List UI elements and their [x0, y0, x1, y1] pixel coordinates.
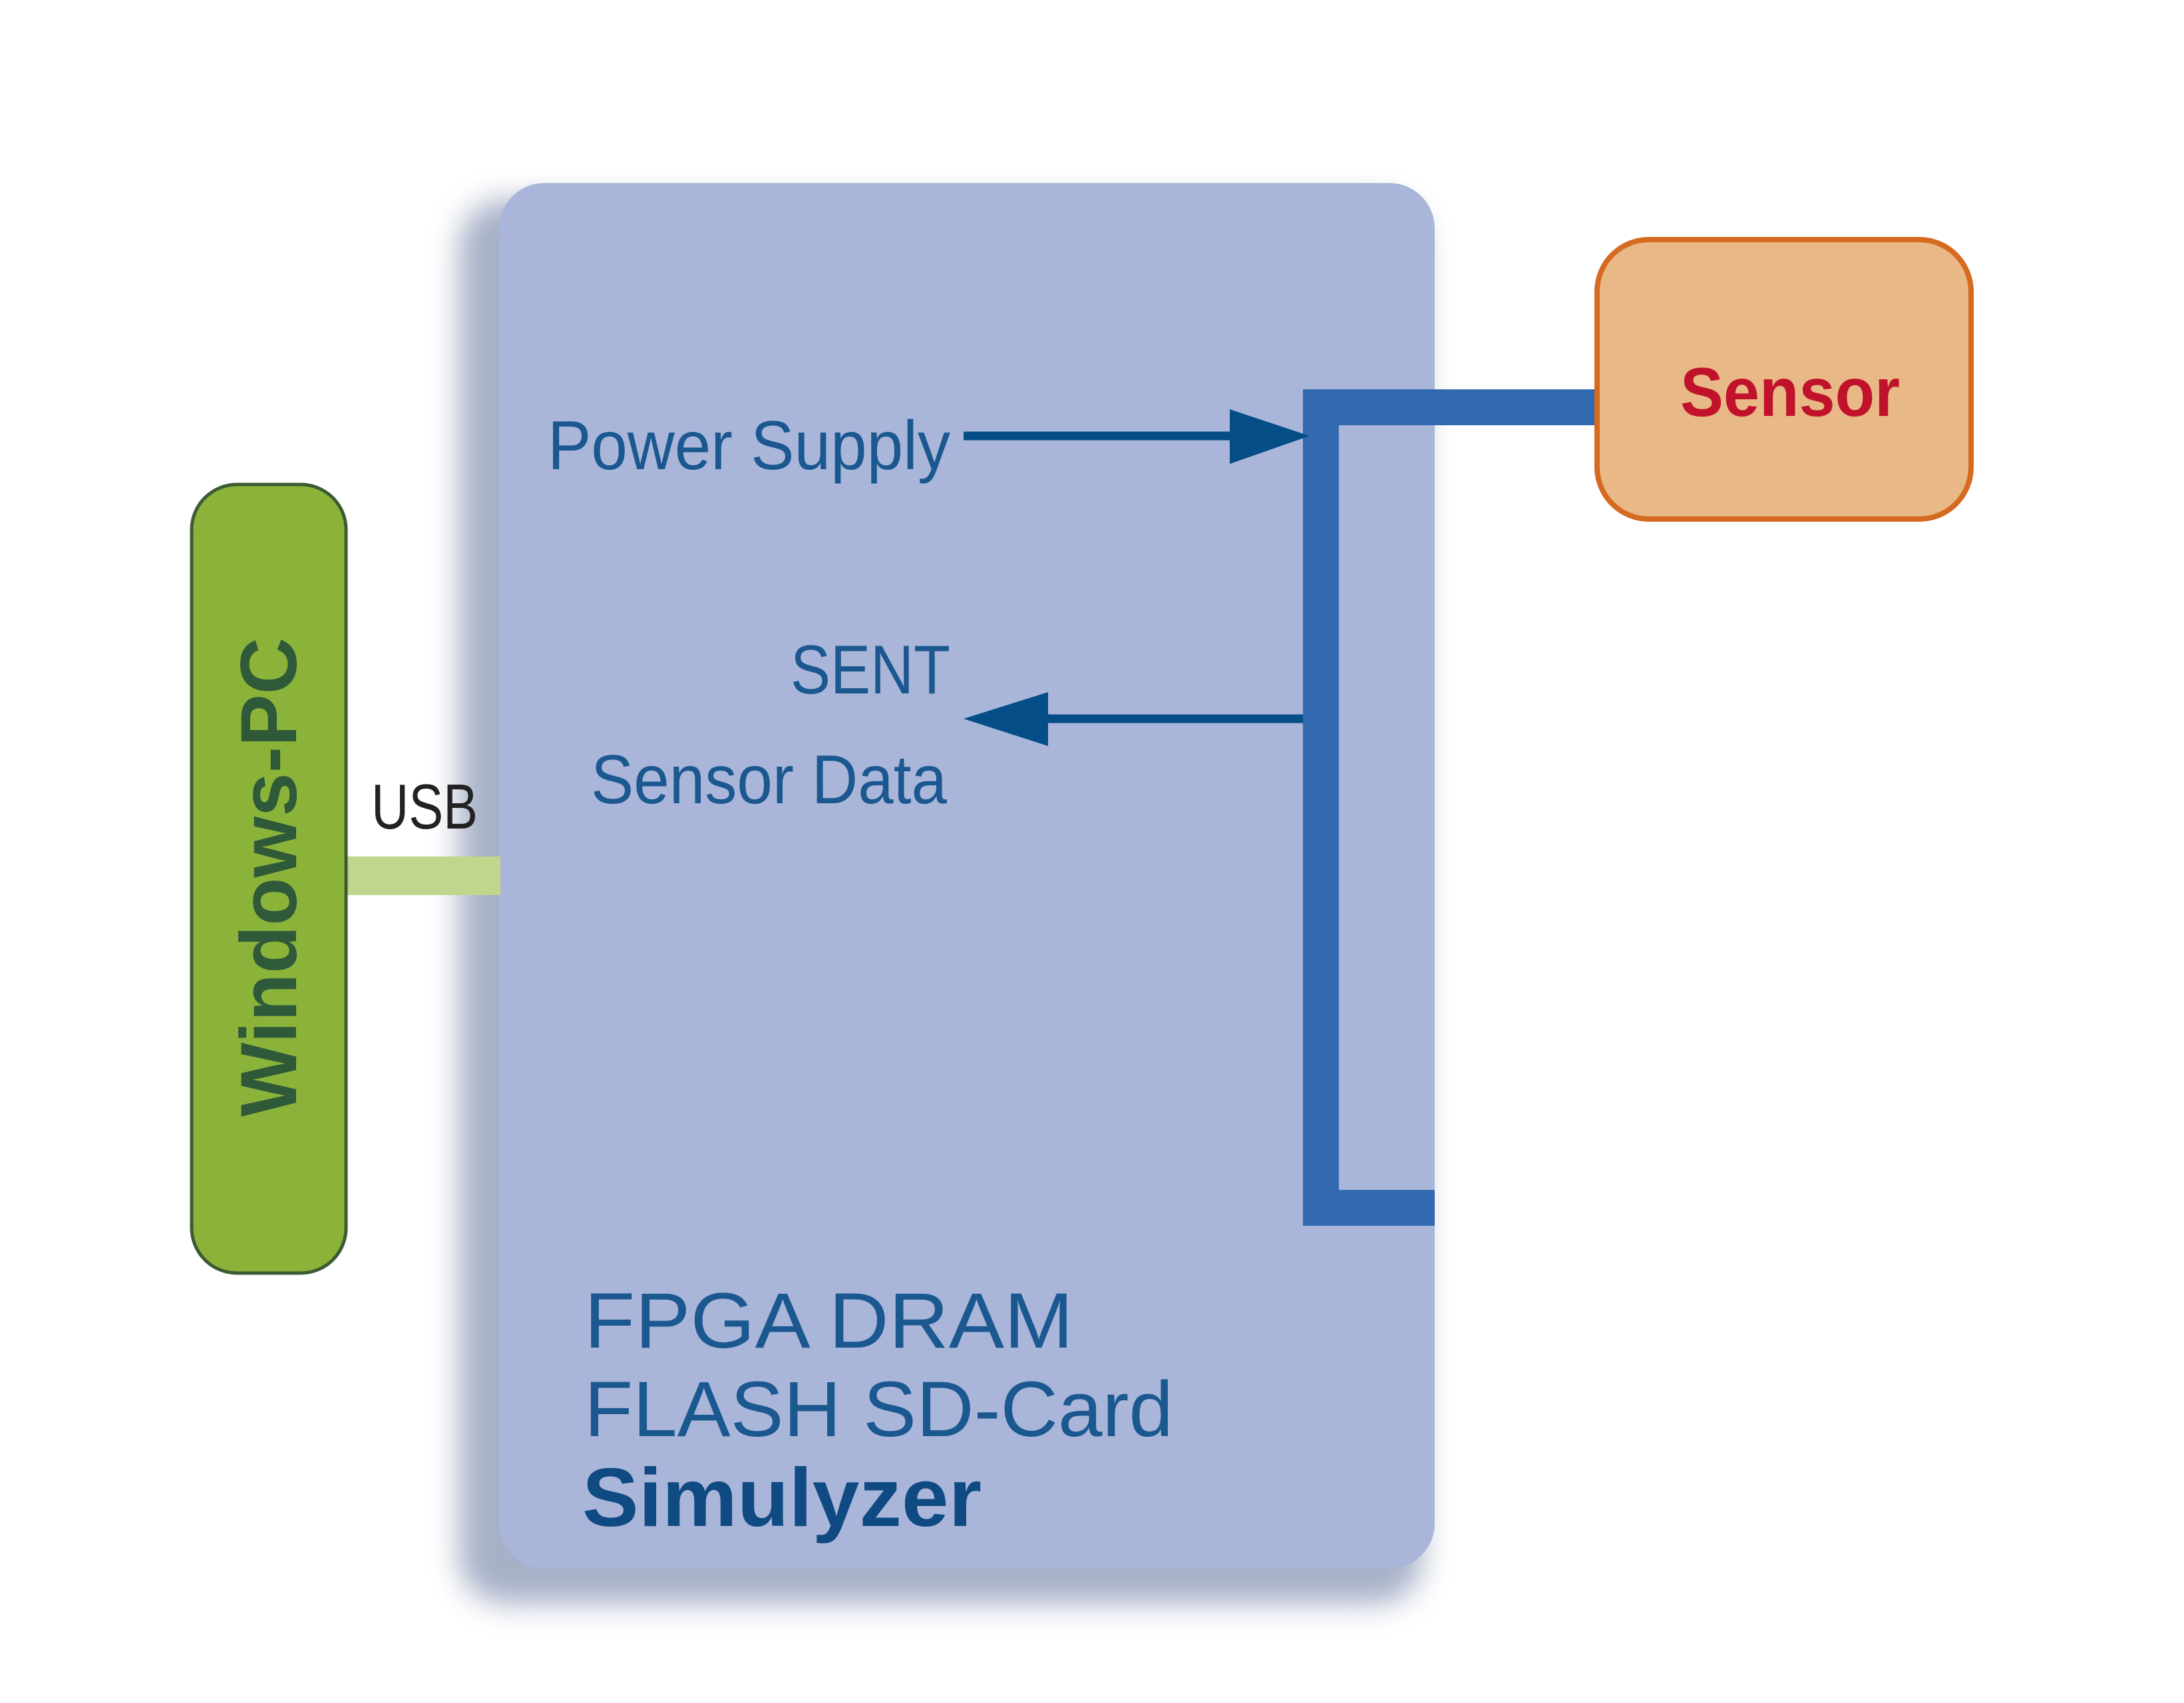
windows-pc-label: Windows-PC [224, 638, 313, 1117]
sensor-label: Sensor [1680, 354, 1900, 431]
sent-arrowhead [964, 692, 1048, 746]
sensor-data-label: Sensor Data [591, 741, 947, 819]
hardware-line-1: FPGA DRAM [584, 1277, 1073, 1365]
sensor-box [1594, 237, 1974, 522]
power-supply-arrowhead [1230, 409, 1310, 464]
power-supply-label: Power Supply [548, 407, 950, 484]
sensor-bus-line [1303, 389, 1597, 1226]
sent-label: SENT [791, 632, 950, 709]
usb-link [346, 856, 500, 895]
hardware-line-2: FLASH SD-Card [584, 1366, 1173, 1453]
simulyzer-box [499, 183, 1435, 1569]
simulyzer-title: Simulyzer [582, 1452, 982, 1544]
usb-label: USB [371, 771, 478, 843]
windows-pc-box [190, 482, 348, 1275]
